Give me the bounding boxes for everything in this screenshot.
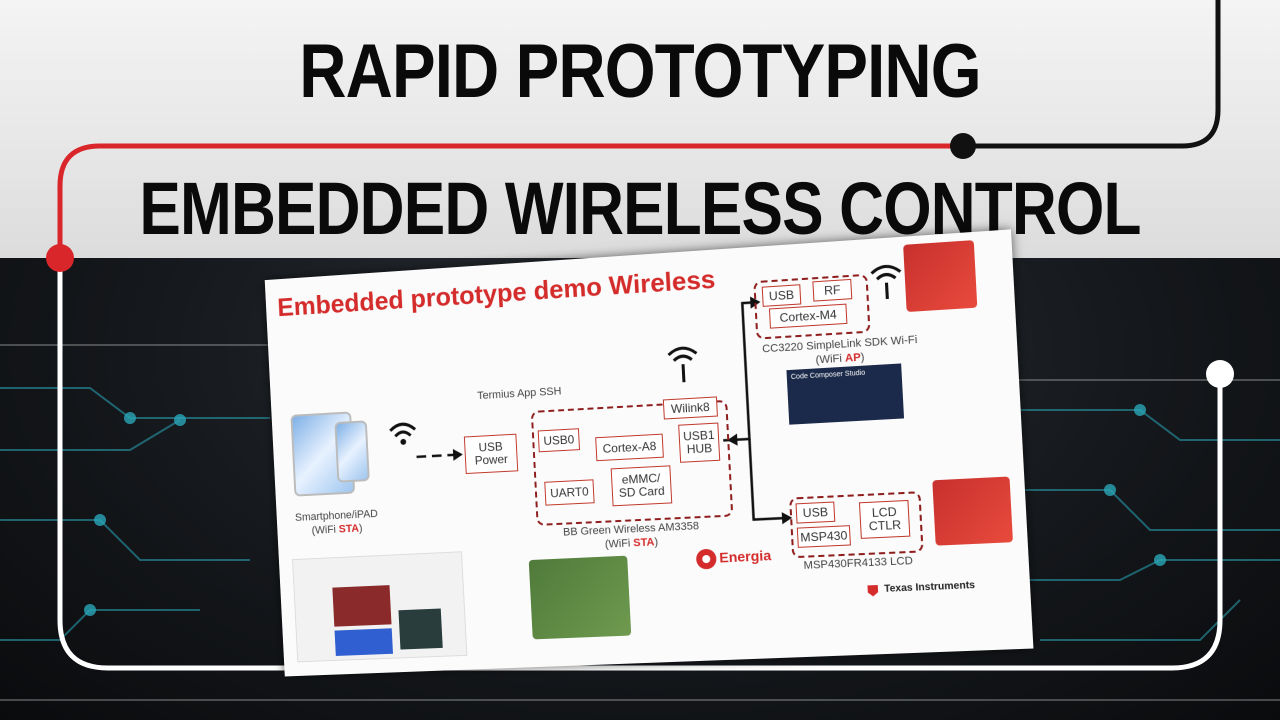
msp-usb-box: USB — [795, 501, 836, 524]
cc-mode-ap: AP — [844, 351, 862, 365]
app-tile — [332, 585, 392, 627]
ti-logo-icon — [867, 585, 879, 597]
msp430-board-image — [932, 476, 1013, 546]
bb-mode-sta: STA — [633, 536, 655, 550]
cortex-a8-box: Cortex-A8 — [595, 433, 664, 462]
black-node-icon — [950, 133, 976, 159]
usb1-hub-box: USB1 HUB — [678, 422, 721, 463]
app-tile — [398, 608, 443, 650]
app-screenshot — [292, 551, 468, 663]
code-composer-banner: Code Composer Studio — [786, 363, 905, 425]
title-banner — [0, 0, 1280, 258]
bb-green-group — [530, 399, 734, 526]
iphone-image — [334, 420, 370, 483]
connection-lines — [265, 295, 793, 676]
cc-rf-box: RF — [812, 278, 853, 302]
usb-power-box: USB Power — [463, 433, 519, 475]
energia-label: Energia — [718, 547, 772, 566]
lcd-ctlr-box: LCD CTLR — [858, 499, 911, 539]
usb0-box: USB0 — [537, 428, 581, 453]
wifi-antenna-icon — [664, 341, 702, 383]
uart0-box: UART0 — [544, 479, 595, 506]
wifi-antenna-icon — [867, 259, 906, 302]
wifi-icon — [386, 417, 420, 445]
energia-logo-icon — [695, 548, 717, 570]
main-title: RAPID PROTOTYPING — [299, 29, 981, 114]
white-node-icon — [1206, 360, 1234, 388]
app-tile — [334, 628, 394, 656]
beaglebone-image — [528, 555, 632, 640]
cc-usb-box: USB — [761, 284, 802, 307]
diagram-slide: Embedded prototype demo Wireless — [264, 229, 1034, 677]
emmc-box: eMMC/ SD Card — [610, 465, 673, 507]
sub-title: EMBEDDED WIRELESS CONTROL — [139, 167, 1141, 250]
cc3220-board-image — [903, 240, 978, 313]
red-node-icon — [46, 244, 74, 272]
wilink8-box: Wilink8 — [662, 396, 718, 420]
phone-mode-sta: STA — [338, 522, 360, 536]
msp430-box: MSP430 — [796, 525, 851, 548]
